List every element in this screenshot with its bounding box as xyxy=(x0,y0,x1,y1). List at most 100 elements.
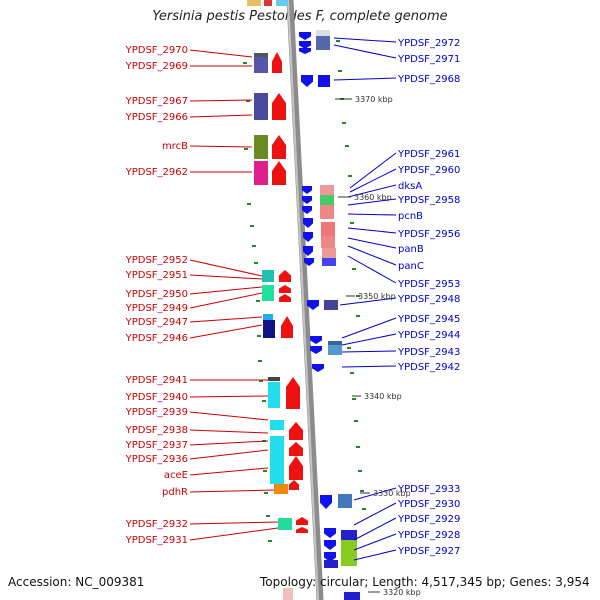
coordinate-label: 3350 kbp xyxy=(358,292,396,301)
coordinate-label: 3320 kbp xyxy=(383,588,421,597)
label-leader xyxy=(353,502,397,526)
gene-label-right: YPDSF_2972 xyxy=(397,38,460,49)
gene-features xyxy=(247,0,360,600)
reverse-gene-arrow xyxy=(301,75,313,87)
reverse-gene-arrow xyxy=(303,232,313,242)
gene-label-left: YPDSF_2969 xyxy=(125,61,188,72)
gene-block xyxy=(338,494,352,508)
gene-block xyxy=(320,195,334,205)
gene-label-right: panC xyxy=(398,261,424,272)
label-leader xyxy=(353,517,397,541)
label-leader xyxy=(347,227,397,234)
tick-mark xyxy=(342,122,346,124)
reverse-gene-arrow xyxy=(310,346,322,354)
reverse-gene-arrow xyxy=(324,552,336,562)
tick-mark xyxy=(259,380,263,382)
gene-block xyxy=(264,0,272,6)
gene-block xyxy=(278,518,292,530)
gene-block xyxy=(270,420,284,430)
gene-label-left: YPDSF_2966 xyxy=(125,112,188,123)
tick-mark xyxy=(356,446,360,448)
label-leader xyxy=(189,440,269,446)
gene-block xyxy=(328,341,342,345)
gene-label-left: YPDSF_2951 xyxy=(125,270,188,281)
gene-block xyxy=(322,258,336,266)
tick-mark xyxy=(358,470,362,472)
reverse-gene-arrow xyxy=(302,206,312,214)
forward-gene-arrow xyxy=(272,52,282,73)
label-leader xyxy=(189,274,263,280)
gene-label-right: YPDSF_2953 xyxy=(397,279,460,290)
genome-info-text: Topology: circular; Length: 4,517,345 bp… xyxy=(260,575,590,589)
tick-mark xyxy=(247,203,251,205)
backbone-highlight xyxy=(287,0,319,600)
forward-gene-arrow xyxy=(289,480,299,490)
gene-block xyxy=(254,57,268,73)
label-leader xyxy=(333,44,397,59)
label-leader xyxy=(353,533,397,551)
gene-label-right: YPDSF_2945 xyxy=(397,314,460,325)
gene-label-right: YPDSF_2942 xyxy=(397,362,460,373)
label-leader xyxy=(333,37,397,43)
label-leader xyxy=(341,365,397,368)
tick-mark xyxy=(266,515,270,517)
label-leader xyxy=(189,324,263,339)
tick-mark xyxy=(336,40,340,42)
forward-gene-arrow xyxy=(279,270,291,282)
forward-gene-arrow xyxy=(279,285,291,293)
gene-block xyxy=(270,436,284,484)
accession-text: Accession: NC_009381 xyxy=(8,575,145,589)
gene-label-left: YPDSF_2940 xyxy=(125,392,188,403)
label-leader xyxy=(333,77,397,81)
gene-label-left: aceE xyxy=(164,470,188,481)
label-leader xyxy=(353,549,397,561)
label-leader xyxy=(347,245,397,266)
label-leader xyxy=(347,184,397,198)
gene-label-left: YPDSF_2970 xyxy=(125,45,188,56)
gene-label-right: YPDSF_2956 xyxy=(397,229,460,240)
gene-block xyxy=(318,75,330,87)
reverse-gene-arrow xyxy=(302,186,312,194)
gene-label-left: YPDSF_2949 xyxy=(125,303,188,314)
gene-label-left: YPDSF_2946 xyxy=(125,333,188,344)
label-leader xyxy=(189,99,253,102)
tick-mark xyxy=(252,245,256,247)
label-leader xyxy=(341,317,397,339)
tick-mark xyxy=(268,540,272,542)
gene-label-left: YPDSF_2936 xyxy=(125,454,188,465)
forward-gene-arrow xyxy=(272,161,286,185)
gene-label-left: YPDSF_2962 xyxy=(125,167,188,178)
label-leader xyxy=(189,489,275,493)
tick-mark xyxy=(244,148,248,150)
gene-label-left: mrcB xyxy=(162,141,188,152)
tick-mark xyxy=(350,372,354,374)
tick-mark xyxy=(246,100,250,102)
tick-mark xyxy=(348,175,352,177)
gene-label-right: YPDSF_2961 xyxy=(397,149,460,160)
gene-label-right: YPDSF_2960 xyxy=(397,165,460,176)
gene-label-right: YPDSF_2930 xyxy=(397,499,460,510)
tick-mark xyxy=(338,70,342,72)
coordinate-label: 3360 kbp xyxy=(354,193,392,202)
label-leader xyxy=(347,198,397,206)
gene-block xyxy=(324,300,338,310)
gene-label-left: YPDSF_2952 xyxy=(125,255,188,266)
label-leader xyxy=(189,449,269,460)
gene-label-left: YPDSF_2967 xyxy=(125,96,188,107)
gene-block xyxy=(320,205,334,219)
label-leader xyxy=(189,316,263,323)
reverse-gene-arrow xyxy=(302,196,312,204)
gene-label-left: pdhR xyxy=(162,487,188,498)
genome-backbone xyxy=(286,0,324,600)
gene-label-right: YPDSF_2971 xyxy=(397,54,460,65)
label-leader xyxy=(347,213,397,216)
gene-block xyxy=(254,135,268,159)
gene-label-right: YPDSF_2929 xyxy=(397,514,460,525)
reverse-gene-arrow xyxy=(324,528,336,538)
gene-block xyxy=(262,285,274,301)
map-title: Yersinia pestis Pestoides F, complete ge… xyxy=(152,9,448,24)
gene-label-right: YPDSF_2958 xyxy=(397,195,460,206)
reverse-gene-arrow xyxy=(312,364,324,372)
label-leader xyxy=(341,350,397,353)
